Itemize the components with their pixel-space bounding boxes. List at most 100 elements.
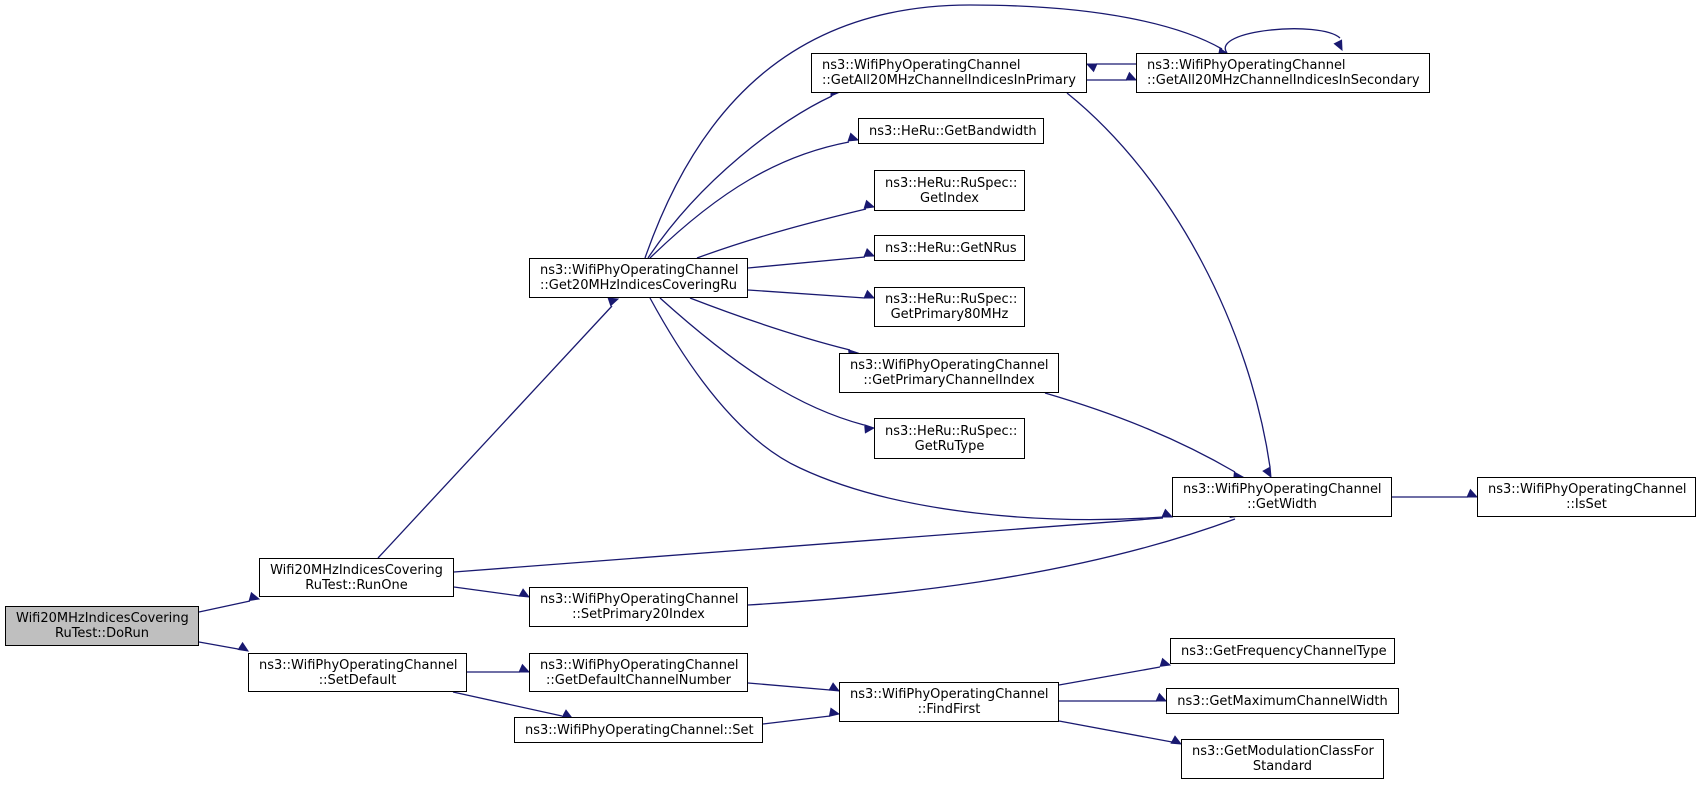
arrowhead-get20-to-get-width xyxy=(1161,508,1174,518)
edge-find-first-to-freq-type xyxy=(1058,666,1161,686)
edge-get20-to-get-primary-index xyxy=(689,297,851,351)
node-label-line: ns3::WifiPhyOperatingChannel::Set xyxy=(525,722,754,738)
node-label-line: Standard xyxy=(1252,759,1313,774)
arrowhead-run-one-to-set-primary20 xyxy=(518,588,531,598)
node-do-run[interactable]: Wifi20MHzIndicesCovering RuTest::DoRun xyxy=(5,606,199,646)
arrowhead-get20-to-get-ru-type xyxy=(864,424,876,434)
arrowhead-all20-primary-to-get-width xyxy=(1262,466,1272,479)
node-label-line: ns3::HeRu::GetNRus xyxy=(885,240,1017,256)
node-set[interactable]: ns3::WifiPhyOperatingChannel::Set xyxy=(514,717,763,743)
node-heru-ruspec-get-index[interactable]: ns3::HeRu::RuSpec:: GetIndex xyxy=(874,170,1025,211)
arrowhead-get-default-channel-to-find-first xyxy=(828,682,841,692)
arrowhead-do-run-to-set-default xyxy=(237,641,250,652)
node-get-all20mhz-indices-in-primary[interactable]: ns3::WifiPhyOperatingChannel ::GetAll20M… xyxy=(811,53,1087,93)
node-label-line: ns3::WifiPhyOperatingChannel xyxy=(1147,58,1346,73)
arrowhead-all20-secondary-self-loop xyxy=(1333,39,1343,52)
node-label-line: ns3::WifiPhyOperatingChannel xyxy=(850,687,1049,702)
node-heru-ruspec-get-primary80mhz[interactable]: ns3::HeRu::RuSpec:: GetPrimary80MHz xyxy=(874,287,1025,327)
edge-all20-secondary-self-loop xyxy=(1224,28,1341,54)
node-label-line: ::GetAll20MHzChannelIndicesInSecondary xyxy=(1147,73,1420,88)
node-label-line: ::GetDefaultChannelNumber xyxy=(545,672,732,688)
node-label-line: ns3::WifiPhyOperatingChannel xyxy=(822,58,1021,73)
edge-get20-to-get-width xyxy=(649,297,1164,521)
node-label-line: ::GetAll20MHzChannelIndicesInPrimary xyxy=(822,73,1076,88)
edge-get-default-channel-to-find-first xyxy=(747,682,831,691)
edge-find-first-to-mod-class xyxy=(1058,720,1173,743)
arrowhead-find-first-to-mod-class xyxy=(1170,735,1183,745)
node-heru-get-nrus[interactable]: ns3::HeRu::GetNRus xyxy=(874,235,1025,261)
node-label-line: GetRuType xyxy=(914,438,985,454)
node-label-line: ns3::HeRu::RuSpec:: xyxy=(885,292,1018,307)
node-run-one[interactable]: Wifi20MHzIndicesCovering RuTest::RunOne xyxy=(259,558,454,597)
edge-run-one-to-get-width xyxy=(453,517,1164,573)
node-label-line: ns3::GetMaximumChannelWidth xyxy=(1177,693,1388,709)
node-get-modulation-class-for-standard[interactable]: ns3::GetModulationClassFor Standard xyxy=(1181,739,1384,779)
arrowhead-find-first-to-freq-type xyxy=(1159,657,1172,667)
edge-get20-to-all20-secondary xyxy=(644,4,1223,259)
node-label-line: ns3::WifiPhyOperatingChannel xyxy=(540,592,739,607)
node-is-set[interactable]: ns3::WifiPhyOperatingChannel ::IsSet xyxy=(1477,477,1696,517)
edge-all20-primary-to-get-width xyxy=(1066,92,1271,468)
node-label-line: RuTest::DoRun xyxy=(55,626,149,641)
node-get-default-channel-number[interactable]: ns3::WifiPhyOperatingChannel ::GetDefaul… xyxy=(529,653,748,692)
node-label-line: ns3::WifiPhyOperatingChannel xyxy=(259,657,458,673)
node-set-primary20-index[interactable]: ns3::WifiPhyOperatingChannel ::SetPrimar… xyxy=(529,587,748,627)
edge-do-run-to-run-one xyxy=(198,600,251,613)
node-get-primary-channel-index[interactable]: ns3::WifiPhyOperatingChannel ::GetPrimar… xyxy=(839,353,1059,393)
edge-get20-to-get-primary80 xyxy=(747,289,866,299)
node-label-line: ns3::HeRu::GetBandwidth xyxy=(869,123,1037,139)
node-label-line: Wifi20MHzIndicesCovering xyxy=(16,611,189,626)
node-label-line: GetPrimary80MHz xyxy=(890,307,1009,322)
arrowhead-get20-to-get-nrus xyxy=(863,248,876,257)
arrowhead-do-run-to-run-one xyxy=(248,591,261,602)
node-label-line: GetIndex xyxy=(920,190,979,206)
node-label-line: ns3::WifiPhyOperatingChannel xyxy=(540,657,739,673)
node-get20mhz-indices-covering-ru[interactable]: ns3::WifiPhyOperatingChannel ::Get20MHzI… xyxy=(529,258,748,298)
edge-set-default-to-set xyxy=(452,691,563,717)
node-label-line: ns3::WifiPhyOperatingChannel xyxy=(850,358,1049,373)
node-label-line: RuTest::RunOne xyxy=(305,577,408,593)
edge-set-primary20-to-get-width xyxy=(747,518,1236,606)
node-label-line: ns3::HeRu::RuSpec:: xyxy=(885,175,1018,191)
node-label-line: ::SetDefault xyxy=(318,672,397,688)
edge-get20-to-get-index xyxy=(696,208,867,259)
edge-get20-to-get-nrus xyxy=(747,256,866,269)
node-get-all20mhz-indices-in-secondary[interactable]: ns3::WifiPhyOperatingChannel ::GetAll20M… xyxy=(1136,53,1430,93)
node-get-maximum-channel-width[interactable]: ns3::GetMaximumChannelWidth xyxy=(1166,688,1399,714)
node-label-line: ns3::WifiPhyOperatingChannel xyxy=(1183,482,1382,497)
arrowhead-get20-to-get-index xyxy=(863,199,876,209)
node-label-line: Wifi20MHzIndicesCovering xyxy=(270,562,443,578)
node-label-line: ns3::WifiPhyOperatingChannel xyxy=(1488,482,1687,497)
node-label-line: ns3::HeRu::RuSpec:: xyxy=(885,423,1018,439)
edge-set-to-find-first xyxy=(762,715,831,725)
node-label-line: ns3::GetFrequencyChannelType xyxy=(1181,643,1387,659)
node-heru-ruspec-get-ru-type[interactable]: ns3::HeRu::RuSpec:: GetRuType xyxy=(874,418,1025,459)
edge-get-primary-index-to-get-width xyxy=(1044,392,1236,473)
arrowhead-find-first-to-max-width xyxy=(1155,692,1168,702)
edge-run-one-to-set-primary20 xyxy=(453,586,521,597)
edge-run-one-to-get20-covering xyxy=(377,305,613,559)
node-label-line: ::GetWidth xyxy=(1247,497,1317,512)
node-label-line: ::Get20MHzIndicesCoveringRu xyxy=(540,278,737,293)
arrowhead-set-to-find-first xyxy=(828,707,841,717)
arrowhead-get20-to-get-bandwidth xyxy=(847,132,860,142)
node-set-default[interactable]: ns3::WifiPhyOperatingChannel ::SetDefaul… xyxy=(248,653,467,692)
edge-do-run-to-set-default xyxy=(198,641,239,650)
node-label-line: ::SetPrimary20Index xyxy=(572,607,705,622)
arrowhead-get-width-to-is-set xyxy=(1466,488,1479,498)
node-heru-get-bandwidth[interactable]: ns3::HeRu::GetBandwidth xyxy=(858,118,1044,144)
edge-get20-to-get-bandwidth xyxy=(649,141,850,259)
arrowhead-set-default-to-get-default-channel xyxy=(518,663,531,673)
node-get-width[interactable]: ns3::WifiPhyOperatingChannel ::GetWidth xyxy=(1172,477,1392,517)
node-find-first[interactable]: ns3::WifiPhyOperatingChannel ::FindFirst xyxy=(839,682,1059,722)
node-label-line: ::GetPrimaryChannelIndex xyxy=(863,373,1035,388)
arrowhead-all20-primary-to-all20-secondary xyxy=(1125,71,1138,81)
node-get-frequency-channel-type[interactable]: ns3::GetFrequencyChannelType xyxy=(1170,638,1395,664)
node-label-line: ns3::GetModulationClassFor xyxy=(1192,744,1374,759)
arrowhead-get20-to-get-primary80 xyxy=(863,289,876,299)
arrowhead-all20-secondary-to-all20-primary xyxy=(1085,63,1098,73)
node-label-line: ::FindFirst xyxy=(917,702,981,717)
arrowhead-run-one-to-get20-covering xyxy=(607,297,620,307)
